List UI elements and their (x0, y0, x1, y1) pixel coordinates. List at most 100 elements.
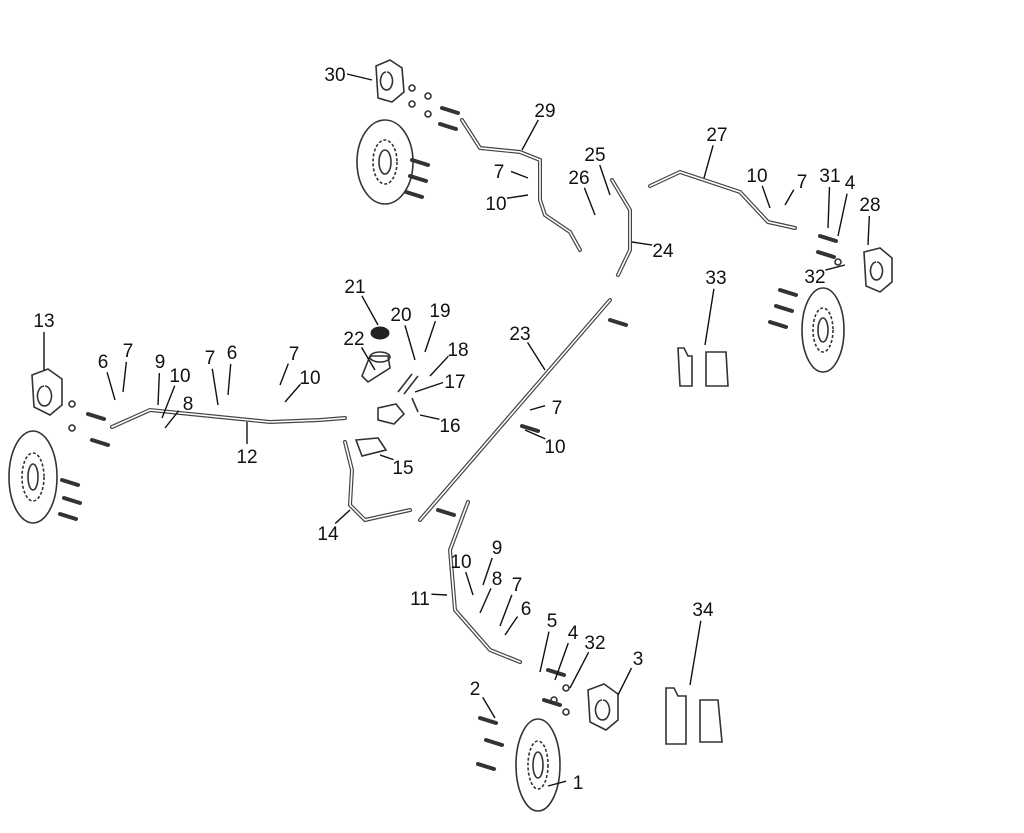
bolt-icon (404, 190, 424, 199)
callout-33: 33 (704, 268, 727, 346)
callout-number: 5 (547, 611, 558, 632)
bolts-and-washers (58, 84, 842, 771)
callout-34: 34 (689, 600, 714, 686)
bolt-icon (478, 716, 498, 725)
leader-line (583, 187, 596, 216)
caliper-3 (587, 683, 619, 731)
callout-number: 7 (552, 398, 563, 419)
callout-20: 20 (390, 305, 416, 361)
washer-icon (68, 400, 76, 408)
leader-line (424, 320, 437, 353)
bolt-icon (440, 106, 460, 115)
washer-icon (834, 258, 842, 266)
leader-line (161, 385, 176, 419)
caliper-13 (31, 368, 63, 416)
brake-disc-rear-right (801, 287, 845, 373)
leader-line (465, 571, 474, 596)
callout-number: 32 (584, 633, 605, 654)
callout-9: 9 (155, 352, 166, 406)
bolt-icon (608, 318, 628, 327)
callout-number: 7 (123, 341, 134, 362)
leader-line (227, 363, 232, 396)
callout-25: 25 (584, 145, 611, 196)
callout-number: 10 (450, 552, 471, 573)
washer-icon (408, 84, 416, 92)
leader-line (479, 588, 492, 614)
callout-number: 33 (705, 268, 726, 289)
callout-number: 13 (33, 311, 54, 332)
washer-icon (424, 110, 432, 118)
callout-7: 7 (529, 398, 563, 419)
callout-number: 6 (98, 352, 109, 373)
bolt-icon (86, 412, 106, 421)
callout-number: 8 (492, 569, 503, 590)
callout-number: 10 (746, 166, 767, 187)
washer-icon (550, 696, 558, 704)
bolt-icon (818, 234, 838, 243)
leader-line (827, 186, 831, 229)
callout-number: 29 (534, 101, 555, 122)
callout-24: 24 (631, 241, 674, 262)
callout-12: 12 (236, 422, 258, 468)
callout-number: 19 (429, 301, 450, 322)
brake-disc-front-left (8, 430, 58, 524)
callout-number: 4 (568, 623, 579, 644)
leader-line (510, 170, 529, 179)
leader-line (704, 288, 715, 346)
brake-hoses (110, 118, 797, 664)
callout-7: 7 (205, 348, 219, 406)
callout-9: 9 (482, 538, 502, 586)
bolt-icon (90, 438, 110, 447)
callout-32: 32 (569, 633, 606, 689)
callout-number: 12 (236, 447, 257, 468)
callout-21: 21 (344, 277, 379, 326)
leader-line (284, 383, 301, 403)
bolt-icon (816, 250, 836, 259)
leader-line (703, 145, 714, 179)
brake-disc-front-right (515, 718, 561, 812)
callout-5: 5 (539, 611, 558, 673)
washer-icon (68, 424, 76, 432)
leader-line (279, 363, 289, 386)
bolt-icon (62, 496, 82, 505)
leader-line (482, 696, 496, 719)
bolt-icon (438, 122, 458, 131)
callout-18: 18 (429, 340, 469, 377)
callout-number: 20 (390, 305, 411, 326)
callout-number: 32 (804, 267, 825, 288)
callout-number: 3 (633, 649, 644, 670)
leader-line (164, 410, 180, 429)
callout-17: 17 (414, 372, 466, 393)
callout-number: 6 (227, 343, 238, 364)
callout-29: 29 (521, 101, 556, 151)
leader-line (414, 381, 444, 393)
brake-pad-34b (699, 699, 723, 743)
leader-line (106, 372, 116, 401)
callout-number: 9 (155, 352, 166, 373)
bolt-icon (408, 174, 428, 183)
callout-10: 10 (524, 429, 566, 458)
callout-7: 7 (499, 575, 522, 627)
callout-28: 28 (859, 195, 881, 246)
callout-6: 6 (227, 343, 238, 396)
leader-line (554, 642, 569, 681)
leader-line (529, 405, 546, 411)
callout-11: 11 (410, 589, 448, 610)
callout-10: 10 (161, 366, 191, 419)
leader-line (837, 193, 848, 237)
callout-32: 32 (804, 264, 846, 288)
caliper-30 (375, 59, 405, 103)
callout-number: 6 (521, 599, 532, 620)
callout-7: 7 (494, 162, 529, 183)
leader-line (689, 620, 702, 686)
caliper-28 (863, 247, 893, 293)
callout-7: 7 (784, 172, 807, 206)
leader-line (504, 616, 519, 636)
leader-line (599, 164, 611, 196)
callout-number: 22 (343, 329, 364, 350)
bolt-icon (410, 158, 430, 167)
leader-line (867, 215, 871, 246)
washer-icon (408, 100, 416, 108)
bolt-icon (774, 304, 794, 313)
